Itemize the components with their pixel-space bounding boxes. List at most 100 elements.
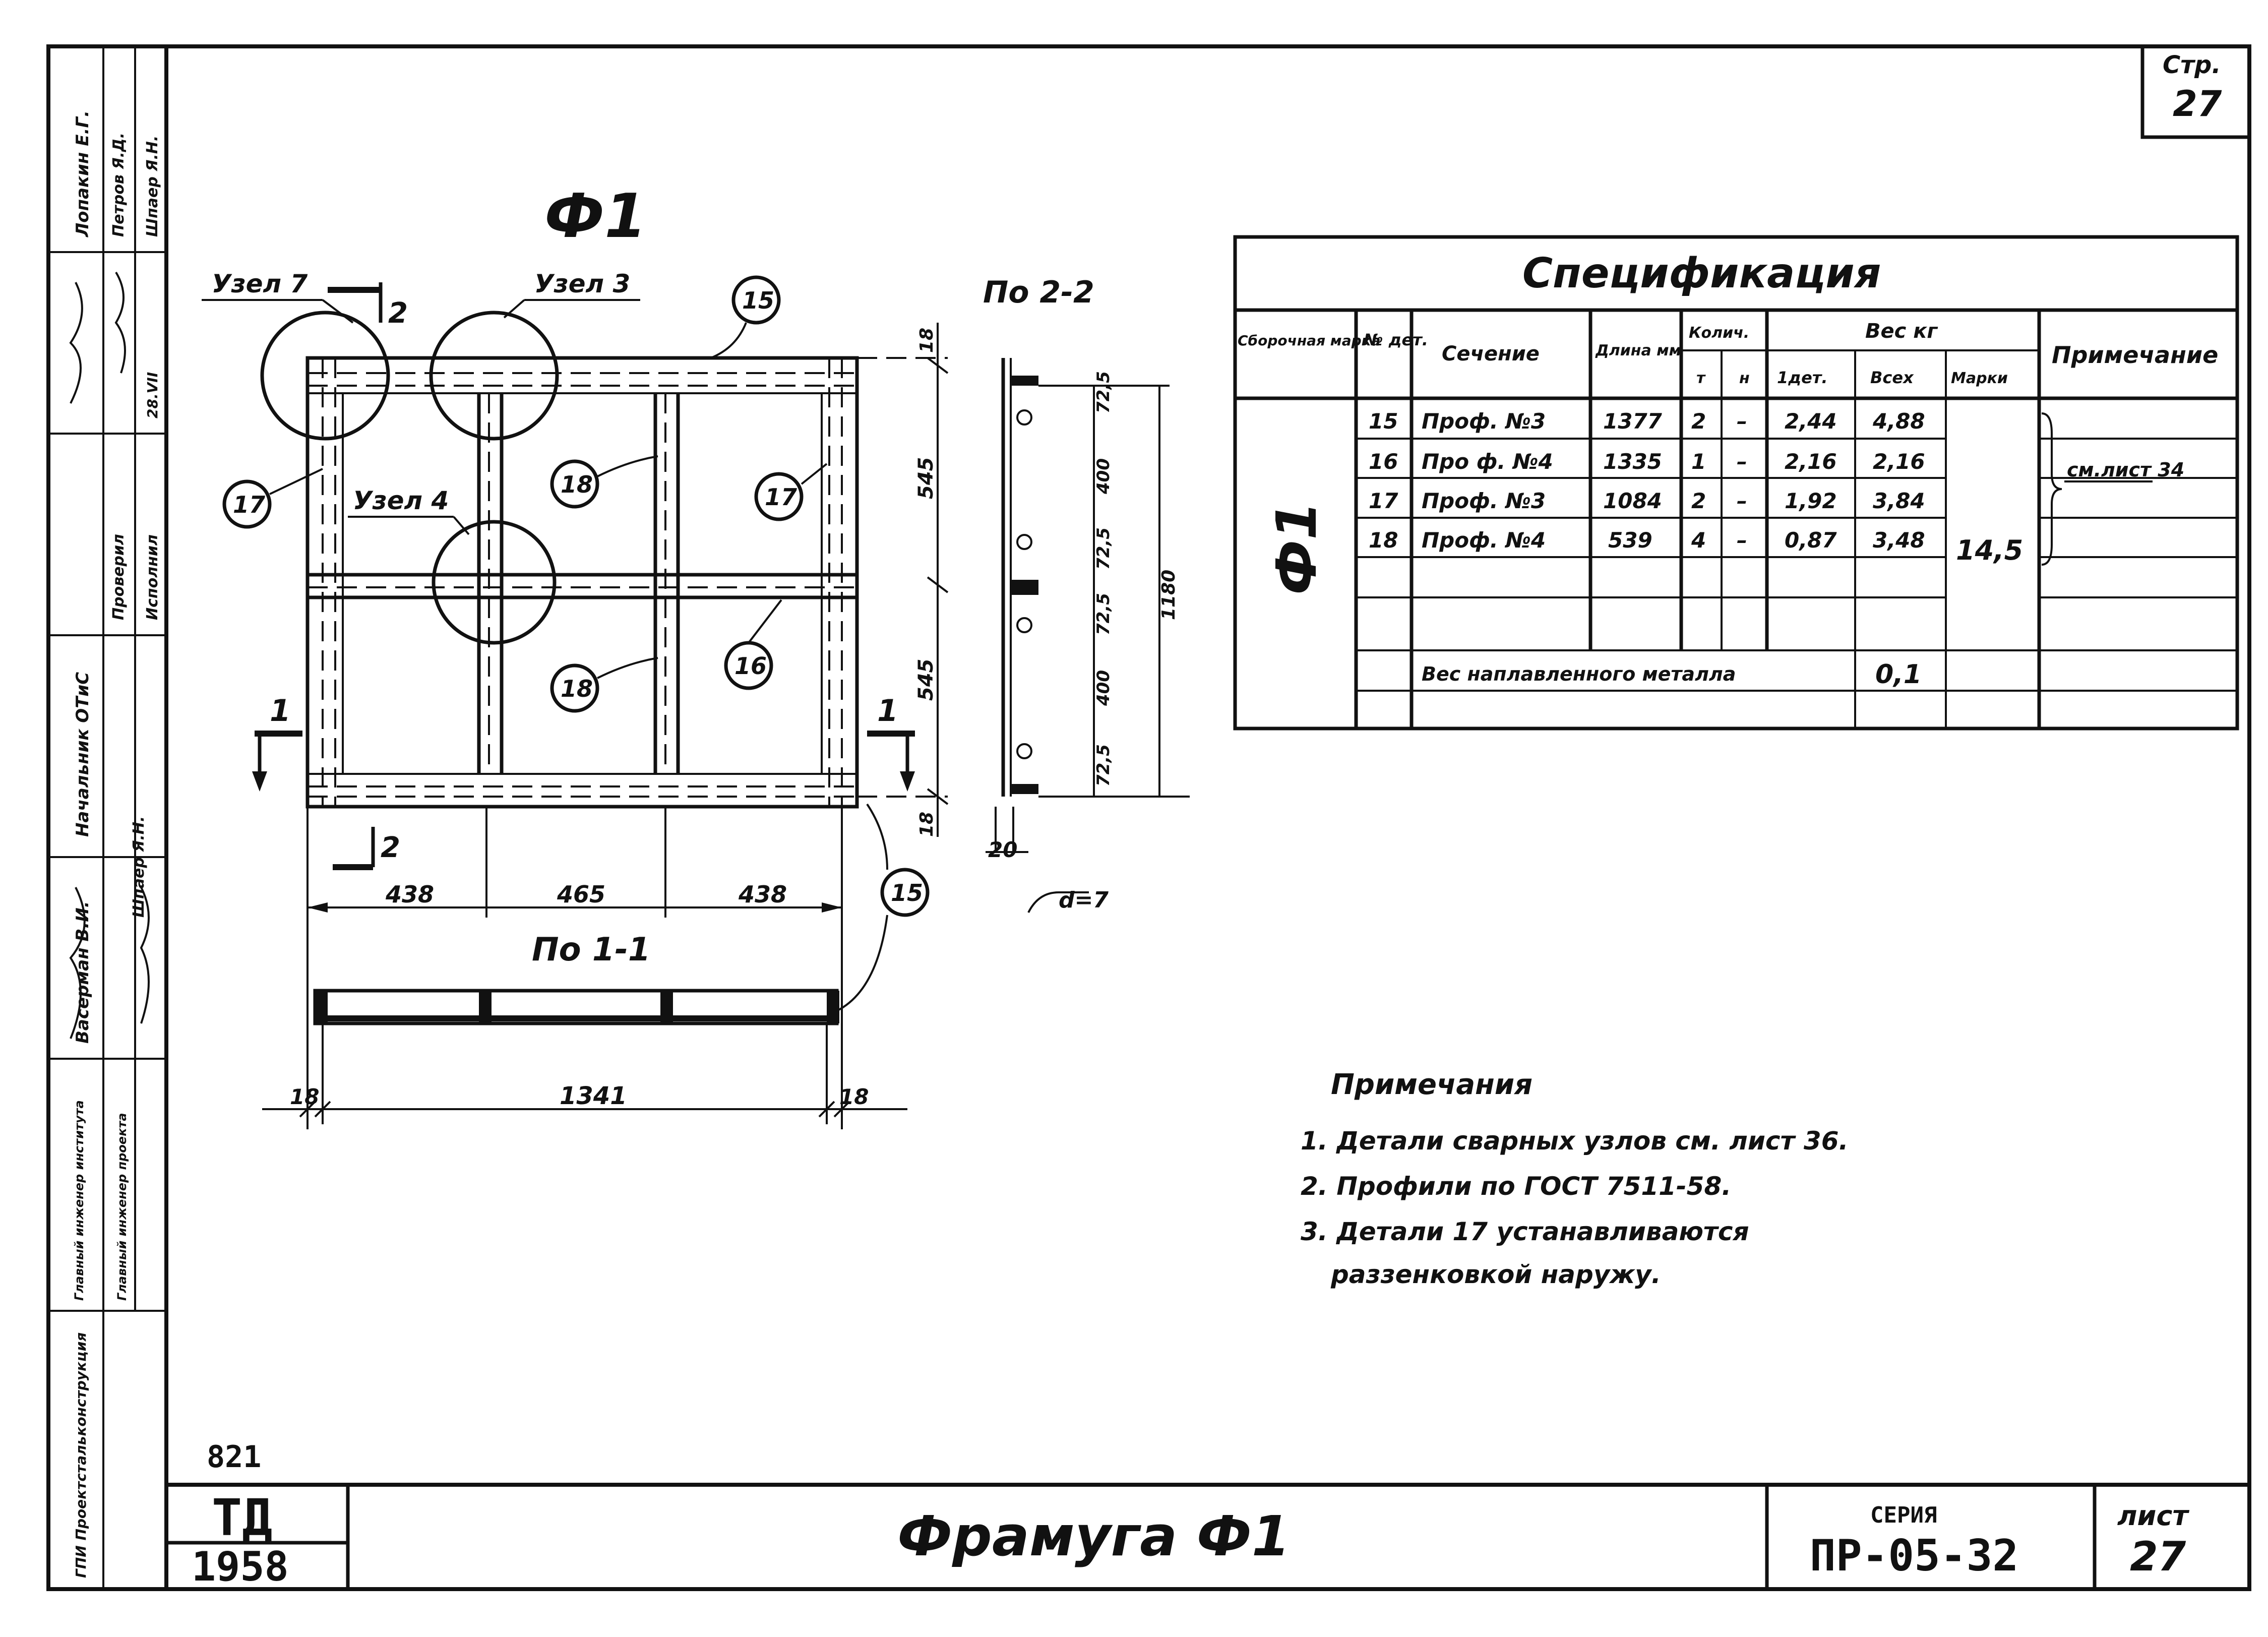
svg-text:438: 438 [738,881,787,908]
svg-text:–: – [1737,489,1747,513]
signature-3 [114,271,126,374]
svg-text:17: 17 [1369,489,1398,513]
section-mark-2-bottom: 2 [333,827,400,870]
node4-circle [432,520,557,645]
svg-text:15: 15 [742,287,774,314]
sidebar-org: ГПИ Проектстальконструкция [73,1332,89,1578]
series-value: ПР-05-32 [1810,1531,2018,1581]
note-3: 3. Детали 17 устанавливаются [1301,1217,1749,1246]
sidebar-cell-6: Исполнил [144,534,161,620]
svg-text:2: 2 [1691,489,1706,513]
weld-label: Вес наплавленного металла [1422,663,1736,685]
svg-text:1341: 1341 [560,1082,627,1110]
svg-text:18: 18 [839,1084,869,1109]
svg-text:18: 18 [916,328,937,353]
sidebar-cell-9: Главный инженер института [72,1100,86,1301]
callout-15-top: 15 [710,275,781,359]
section11-dimensions: 438 465 438 [307,807,843,1129]
vertical-dimension-chain: 18 545 545 18 [857,323,949,837]
svg-text:1: 1 [877,693,898,729]
svg-text:1,92: 1,92 [1785,489,1837,513]
page-number-box: Стр. 27 [2140,44,2251,139]
svg-text:72,5: 72,5 [1093,371,1114,413]
section22-label: По 2-2 [983,275,1094,310]
spec-mark: Ф1 [1264,501,1329,595]
section-mark-1-left: 1 [252,693,302,792]
note-brace [2041,412,2062,566]
section22-dimensions: 72,5 400 72,5 72,5 400 72,5 1180 [1038,371,1190,798]
notes-title: Примечания [1331,1068,1533,1101]
org-td: ТД [212,1488,272,1547]
svg-text:18: 18 [290,1084,319,1109]
hdr-num: № дет. [1363,330,1428,349]
section11-profile [313,989,839,1025]
svg-text:17: 17 [233,491,265,518]
frame-elevation [305,356,859,809]
svg-text:72,5: 72,5 [1093,744,1114,786]
sheet-label: лист [2117,1500,2189,1532]
weld-value: 0,1 [1875,659,1922,690]
node7-circle [260,311,390,441]
svg-text:72,5: 72,5 [1093,593,1114,635]
spec-note: см.лист 34 [2067,459,2184,481]
svg-text:18: 18 [1369,528,1398,553]
svg-text:2: 2 [381,831,400,864]
svg-text:1084: 1084 [1603,489,1662,513]
svg-text:18: 18 [916,812,937,837]
svg-text:–: – [1737,528,1747,553]
svg-text:1335: 1335 [1603,449,1662,474]
svg-text:465: 465 [557,881,605,908]
svg-text:72,5: 72,5 [1093,527,1114,570]
spec-row-17: 17 Проф. №3 1084 2 – 1,92 3,84 [1369,489,1925,513]
outer-frame [46,44,2251,1591]
svg-text:4,88: 4,88 [1872,409,1925,434]
drawing-title: Ф1 [544,181,647,252]
svg-text:545: 545 [914,457,938,500]
notes-block: Примечания 1. Детали сварных узлов см. л… [1301,1068,1848,1289]
sidebar-cell-8: Шпаер Я.Н. [130,816,148,918]
sidebar-cell-10: Главный инженер проекта [115,1113,129,1301]
svg-text:18: 18 [561,471,593,498]
sidebar-cell-3: Шпаер Я.Н. [144,136,161,237]
node4-label: Узел 4 [353,486,449,515]
signature-4 [140,887,150,1024]
spec-title: Спецификация [1522,250,1881,297]
svg-text:18: 18 [561,675,593,702]
org-year: 1958 [192,1543,289,1590]
hdr-w-all: Всех [1870,368,1914,387]
svg-text:2: 2 [1691,409,1706,434]
spec-row-18: 18 Проф. №4 539 4 – 0,87 3,48 [1369,528,1925,553]
hdr-w-one: 1дет. [1777,368,1828,387]
section-mark-1-right: 1 [867,693,915,792]
svg-text:1180: 1180 [1158,570,1179,620]
section11-label: По 1-1 [532,931,650,968]
svg-text:16: 16 [1369,449,1398,474]
sidebar-cell-1: Лопакин Е.Г. [73,110,93,237]
svg-text:2,16: 2,16 [1785,449,1837,474]
svg-text:15: 15 [891,879,923,906]
specification-table: Спецификация Сборочная марка № дет. Сече… [1233,235,2239,731]
callout-17-right: 17 [754,463,828,521]
svg-text:400: 400 [1093,670,1114,706]
svg-text:3,84: 3,84 [1873,489,1925,513]
hdr-note: Примечание [2052,341,2218,369]
signature-1 [69,282,83,404]
hdr-w-mark: Марки [1951,370,2008,387]
svg-text:400: 400 [1093,458,1114,495]
svg-text:15: 15 [1369,409,1398,434]
callout-15-bottom: 15 [836,803,930,1012]
drawing-name: Фрамуга Ф1 [897,1504,1290,1568]
sidebar-cell-date: 28.VII [144,372,161,418]
note-1: 1. Детали сварных узлов см. лист 36. [1301,1126,1848,1156]
spec-row-16: 16 Про ф. №4 1335 1 – 2,16 2,16 [1369,449,1925,474]
sheet-number: 27 [2130,1533,2186,1580]
page-number: 27 [2173,83,2222,125]
svg-text:2,16: 2,16 [1873,449,1925,474]
svg-text:3,48: 3,48 [1873,528,1925,553]
note-2: 2. Профили по ГОСТ 7511-58. [1301,1172,1731,1201]
stamp-code: 821 [207,1439,261,1475]
section-mark-2-top: 2 [328,282,408,330]
svg-text:16: 16 [734,652,767,680]
